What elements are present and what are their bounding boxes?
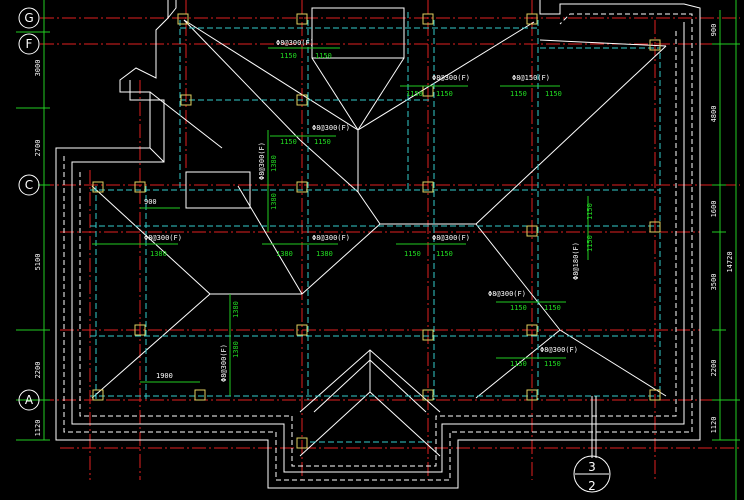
- dimension-value-vertical: 1380: [270, 155, 278, 172]
- rebar-label: Φ8@300(F): [432, 234, 470, 242]
- dimension-value-vertical: 1380: [270, 193, 278, 210]
- rebar-label: Φ8@300(F): [540, 346, 578, 354]
- dimension-value: 1150: [280, 52, 297, 60]
- rebar-label: Φ8@300(F): [312, 124, 350, 132]
- rebar-label: Φ8@300(F): [432, 74, 470, 82]
- width-callout-1900: 1900: [156, 372, 173, 380]
- section-marker: 3 2: [573, 396, 611, 493]
- right-dim-3500: 3500: [710, 274, 718, 291]
- dimension-value: 1380: [316, 250, 333, 258]
- axis-bubble-a: A: [18, 389, 40, 411]
- section-sheet: 2: [588, 479, 596, 493]
- dimension-value: 1150: [545, 90, 562, 98]
- axis-bubble-c: C: [18, 174, 40, 196]
- hip-ridge-lines: [91, 19, 667, 457]
- right-dim-total: 14720: [726, 251, 734, 272]
- right-dim-1600: 1600: [710, 201, 718, 218]
- dimension-value: 1150: [510, 360, 527, 368]
- columns: [92, 13, 661, 449]
- width-callout-900: 900: [144, 198, 157, 206]
- rebar-label: Φ8@150(F): [512, 74, 550, 82]
- rebar-label: Φ8@300(F): [488, 290, 526, 298]
- rebar-label-vertical: Φ8@300(F): [258, 142, 266, 180]
- left-dimension-ruler: [16, 0, 50, 441]
- dimension-value-vertical: 1150: [586, 235, 594, 252]
- dimension-value: 1380: [150, 250, 167, 258]
- dimension-value: 1150: [510, 304, 527, 312]
- left-dim-2700: 2700: [34, 140, 42, 157]
- dimension-value: 1150: [315, 52, 332, 60]
- axis-bubble-g: G: [18, 7, 40, 29]
- right-dim-900: 900: [710, 24, 718, 37]
- right-dimension-ruler: [712, 0, 740, 500]
- right-dim-2200: 2200: [710, 360, 718, 377]
- left-dim-5100: 5100: [34, 254, 42, 271]
- left-dim-3000: 3000: [34, 60, 42, 77]
- right-dim-4800: 4800: [710, 106, 718, 123]
- section-number: 3: [588, 460, 596, 474]
- dimension-value-vertical: 1380: [232, 341, 240, 358]
- rebar-label: Φ8@300(F): [276, 39, 314, 47]
- axis-label-f: F: [26, 37, 33, 51]
- rebar-label-vertical: Φ8@180(F): [572, 242, 580, 280]
- dimension-value-vertical: 1150: [586, 203, 594, 220]
- rebar-dimension-leaders: [92, 47, 589, 396]
- rebar-label: Φ8@300(F): [144, 234, 182, 242]
- dimension-value-vertical: 1380: [232, 301, 240, 318]
- roof-outline: [55, 0, 701, 489]
- right-dim-1120: 1120: [710, 417, 718, 434]
- dimension-value: 1150: [280, 138, 297, 146]
- axis-bubble-f: F: [18, 33, 40, 55]
- dimension-value: 1150: [406, 90, 423, 98]
- dimension-value: 1380: [276, 250, 293, 258]
- dimension-value: 1150: [544, 360, 561, 368]
- left-dim-1120: 1120: [34, 420, 42, 437]
- dimension-value: 1150: [314, 138, 331, 146]
- dimension-value: 1150: [544, 304, 561, 312]
- rebar-label-vertical: Φ8@300(F): [220, 344, 228, 382]
- axis-label-g: G: [24, 11, 33, 25]
- left-dim-2200: 2200: [34, 362, 42, 379]
- dimension-value: 1150: [436, 90, 453, 98]
- rebar-label: Φ8@300(F): [312, 234, 350, 242]
- axis-label-a: A: [25, 393, 34, 407]
- dimension-value: 1150: [404, 250, 421, 258]
- beam-lines: [90, 12, 661, 443]
- dimension-value: 1150: [510, 90, 527, 98]
- axis-label-c: C: [25, 178, 33, 192]
- dimension-value: 1150: [436, 250, 453, 258]
